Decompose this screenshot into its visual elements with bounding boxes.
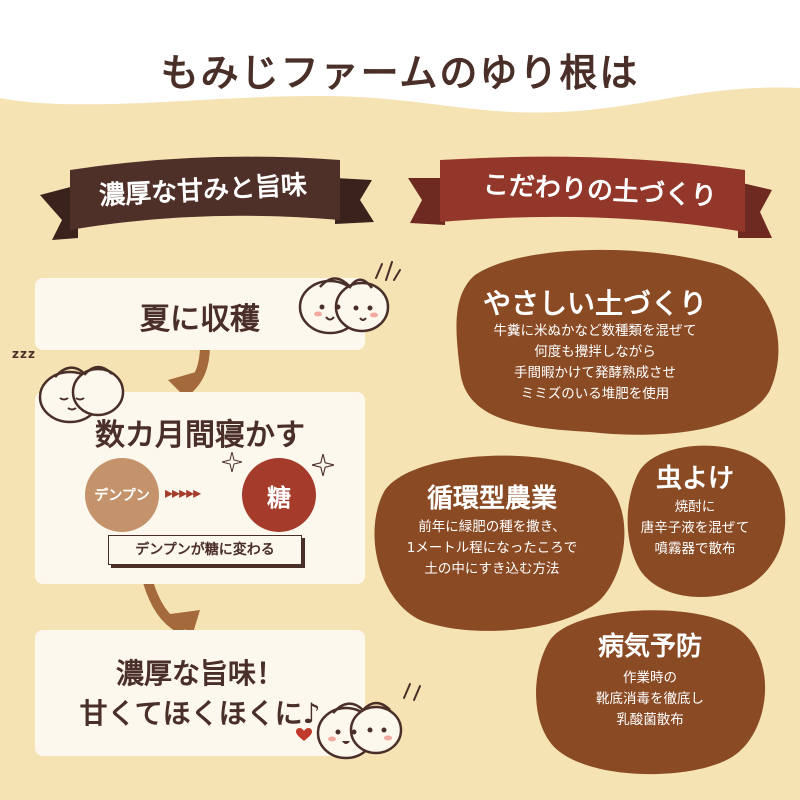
insect-line: 唐辛子液を混ぜて: [640, 520, 750, 536]
lily-bulb-character-icon: [298, 277, 390, 335]
result-line-2: 甘くてほくほくに♪: [79, 697, 321, 730]
circular-line: 1メートル程になったころで: [406, 540, 578, 556]
top-white-band: [0, 0, 800, 113]
blob-insect: [627, 445, 786, 597]
page-title: もみじファームのゆり根は: [160, 50, 640, 95]
circular-farming-body: 前年に緑肥の種を撒き、 1メートル程になったころで 土の中にすき込む方法: [372, 517, 612, 580]
circular-line: 前年に緑肥の種を撒き、: [418, 519, 566, 535]
ribbon-right: [408, 156, 772, 238]
step-harvest-text: 夏に収穫: [140, 302, 260, 337]
sparkle-icon: [312, 454, 334, 476]
disease-prevention-title: 病気予防: [597, 632, 702, 662]
insect-line: 噴霧器で散布: [654, 541, 736, 557]
sparkle-icon: [403, 683, 421, 701]
sleeping-lily-bulb-icon: [38, 365, 125, 424]
soil-line: 手間暇かけて発酵熟成させ: [514, 365, 676, 381]
soil-title: やさしい土づくり: [482, 287, 707, 320]
heart-icon: [296, 728, 312, 741]
disease-prevention-body: 作業時の 靴底消毒を徹底し 乳酸菌散布: [530, 668, 770, 731]
disease-line: 作業時の: [623, 670, 677, 686]
sleep-text: zzz: [12, 347, 36, 361]
sugar-circle: 糖: [242, 458, 316, 532]
soil-body: 牛糞に米ぬかなど数種類を混ぜて 何度も攪拌しながら 手間暇かけて発酵熟成させ ミ…: [450, 321, 740, 405]
insect-line: 焼酎に: [674, 499, 716, 515]
step-aging-text: 数カ月間寝かす: [95, 418, 305, 453]
soil-line: 何度も攪拌しながら: [534, 344, 656, 360]
lily-bulb-character-icon: [316, 701, 403, 760]
starch-circle: デンプン: [85, 458, 159, 532]
circular-farming-title: 循環型農業: [426, 484, 557, 514]
blob-soil: [456, 249, 779, 435]
flow-arrow-2: [143, 577, 185, 633]
ribbon-left: [40, 156, 374, 240]
starch-to-sugar-label: デンプンが糖に変わる: [108, 535, 302, 565]
soil-line: ミミズのいる堆肥を使用: [520, 386, 670, 402]
insect-repellent-body: 焼酎に 唐辛子液を混ぜて 噴霧器で散布: [630, 497, 760, 560]
blob-circular: [374, 455, 625, 631]
flow-arrow-2-head: [170, 610, 200, 636]
circular-line: 土の中にすき込む方法: [424, 561, 560, 577]
soil-line: 牛糞に米ぬかなど数種類を混ぜて: [493, 323, 697, 339]
insect-repellent-title: 虫よけ: [655, 464, 734, 494]
disease-line: 乳酸菌散布: [616, 712, 684, 728]
result-line-1: 濃厚な旨味！: [115, 657, 284, 690]
conversion-arrows: ▸▸▸▸▸: [165, 483, 201, 502]
sparkle-icon: [222, 452, 242, 472]
disease-line: 靴底消毒を徹底し: [596, 691, 704, 707]
blob-disease: [536, 610, 766, 775]
sparkle-icon: [375, 261, 401, 281]
